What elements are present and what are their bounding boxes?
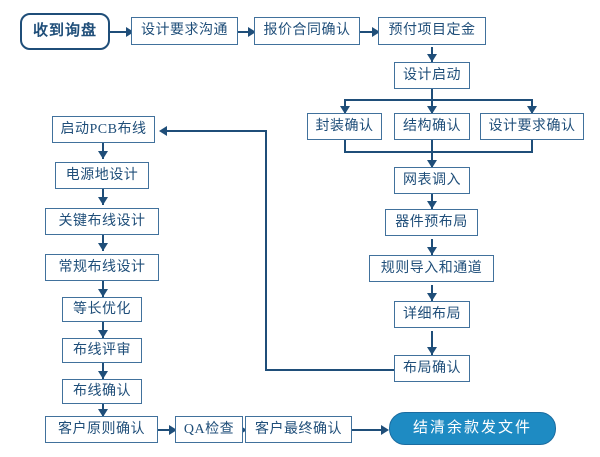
arrowhead-n21-n22 — [169, 425, 177, 435]
arrowhead-n15-n16 — [98, 197, 108, 205]
node-receive-inquiry[interactable]: 收到询盘 — [20, 13, 110, 50]
arrowhead-n19-n20 — [98, 371, 108, 379]
node-settle-balance-send-files[interactable]: 结清余款发文件 — [389, 412, 556, 445]
node-structure-confirm[interactable]: 结构确认 — [394, 113, 470, 140]
node-routing-review[interactable]: 布线评审 — [62, 338, 142, 363]
node-routing-confirm[interactable]: 布线确认 — [62, 379, 142, 404]
connector-n06-merge — [344, 140, 346, 153]
arrowhead-n13-n14 — [159, 126, 167, 136]
arrowhead-n03-n04 — [372, 27, 380, 37]
node-customer-final-confirm[interactable]: 客户最终确认 — [245, 416, 352, 443]
node-layout-confirm[interactable]: 布局确认 — [394, 355, 470, 382]
connector-merge-n09 — [431, 140, 433, 167]
arrowhead-n10-n11 — [427, 247, 437, 255]
connector-n02-n03 — [238, 31, 254, 33]
node-component-pre-layout[interactable]: 器件预布局 — [385, 209, 478, 236]
split-bus — [344, 99, 532, 101]
node-general-routing-design[interactable]: 常规布线设计 — [45, 254, 159, 281]
connector-n05-bus — [431, 88, 433, 101]
node-customer-principle-confirm[interactable]: 客户原则确认 — [45, 416, 158, 443]
merge-bus — [344, 151, 533, 153]
node-rule-import-and-channel[interactable]: 规则导入和通道 — [369, 255, 494, 282]
node-qa-check[interactable]: QA检查 — [175, 416, 243, 443]
arrowhead-n11-n12 — [427, 293, 437, 301]
node-critical-routing-design[interactable]: 关键布线设计 — [45, 208, 159, 235]
connector-n08-merge — [531, 140, 533, 153]
arrowhead-n09-n10 — [427, 201, 437, 209]
node-design-kickoff[interactable]: 设计启动 — [394, 62, 470, 89]
feedback-v — [265, 130, 267, 371]
arrowhead-bus-n08 — [527, 106, 537, 114]
arrowhead-n20-n21 — [98, 409, 108, 417]
node-package-confirm[interactable]: 封装确认 — [307, 113, 382, 140]
arrowhead-n01-n02 — [126, 27, 134, 37]
arrowhead-n02-n03 — [248, 27, 256, 37]
connector-n03-n04 — [360, 31, 378, 33]
connector-n12-n13 — [431, 331, 433, 355]
arrowhead-n16-n17 — [98, 243, 108, 251]
node-design-requirement-confirm[interactable]: 设计要求确认 — [480, 113, 584, 140]
node-power-ground-design[interactable]: 电源地设计 — [55, 162, 149, 189]
arrowhead-merge-n09 — [427, 160, 437, 168]
arrowhead-n22-n23 — [239, 425, 247, 435]
arrowhead-n18-n19 — [98, 330, 108, 338]
node-length-matching-optimization[interactable]: 等长优化 — [62, 297, 142, 322]
feedback-h-bottom — [265, 369, 395, 371]
connector-n23-n24 — [352, 429, 387, 431]
arrowhead-n12-n13 — [427, 347, 437, 355]
node-start-pcb-routing[interactable]: 启动PCB布线 — [52, 116, 155, 143]
arrowhead-n23-n24 — [381, 425, 389, 435]
node-detailed-layout[interactable]: 详细布局 — [394, 301, 470, 328]
arrowhead-bus-n06 — [340, 106, 350, 114]
connector-n01-n02 — [110, 31, 128, 33]
node-quotation-contract-confirm[interactable]: 报价合同确认 — [254, 17, 360, 45]
arrowhead-n14-n15 — [98, 151, 108, 159]
arrowhead-n04-n05 — [427, 54, 437, 62]
node-netlist-import[interactable]: 网表调入 — [394, 167, 470, 194]
arrowhead-n17-n18 — [98, 289, 108, 297]
node-design-requirement-communication[interactable]: 设计要求沟通 — [131, 17, 238, 45]
arrowhead-bus-n07 — [427, 106, 437, 114]
node-prepay-project-deposit[interactable]: 预付项目定金 — [378, 17, 486, 45]
feedback-h-top — [167, 130, 267, 132]
connector-n21-n22 — [158, 429, 175, 431]
